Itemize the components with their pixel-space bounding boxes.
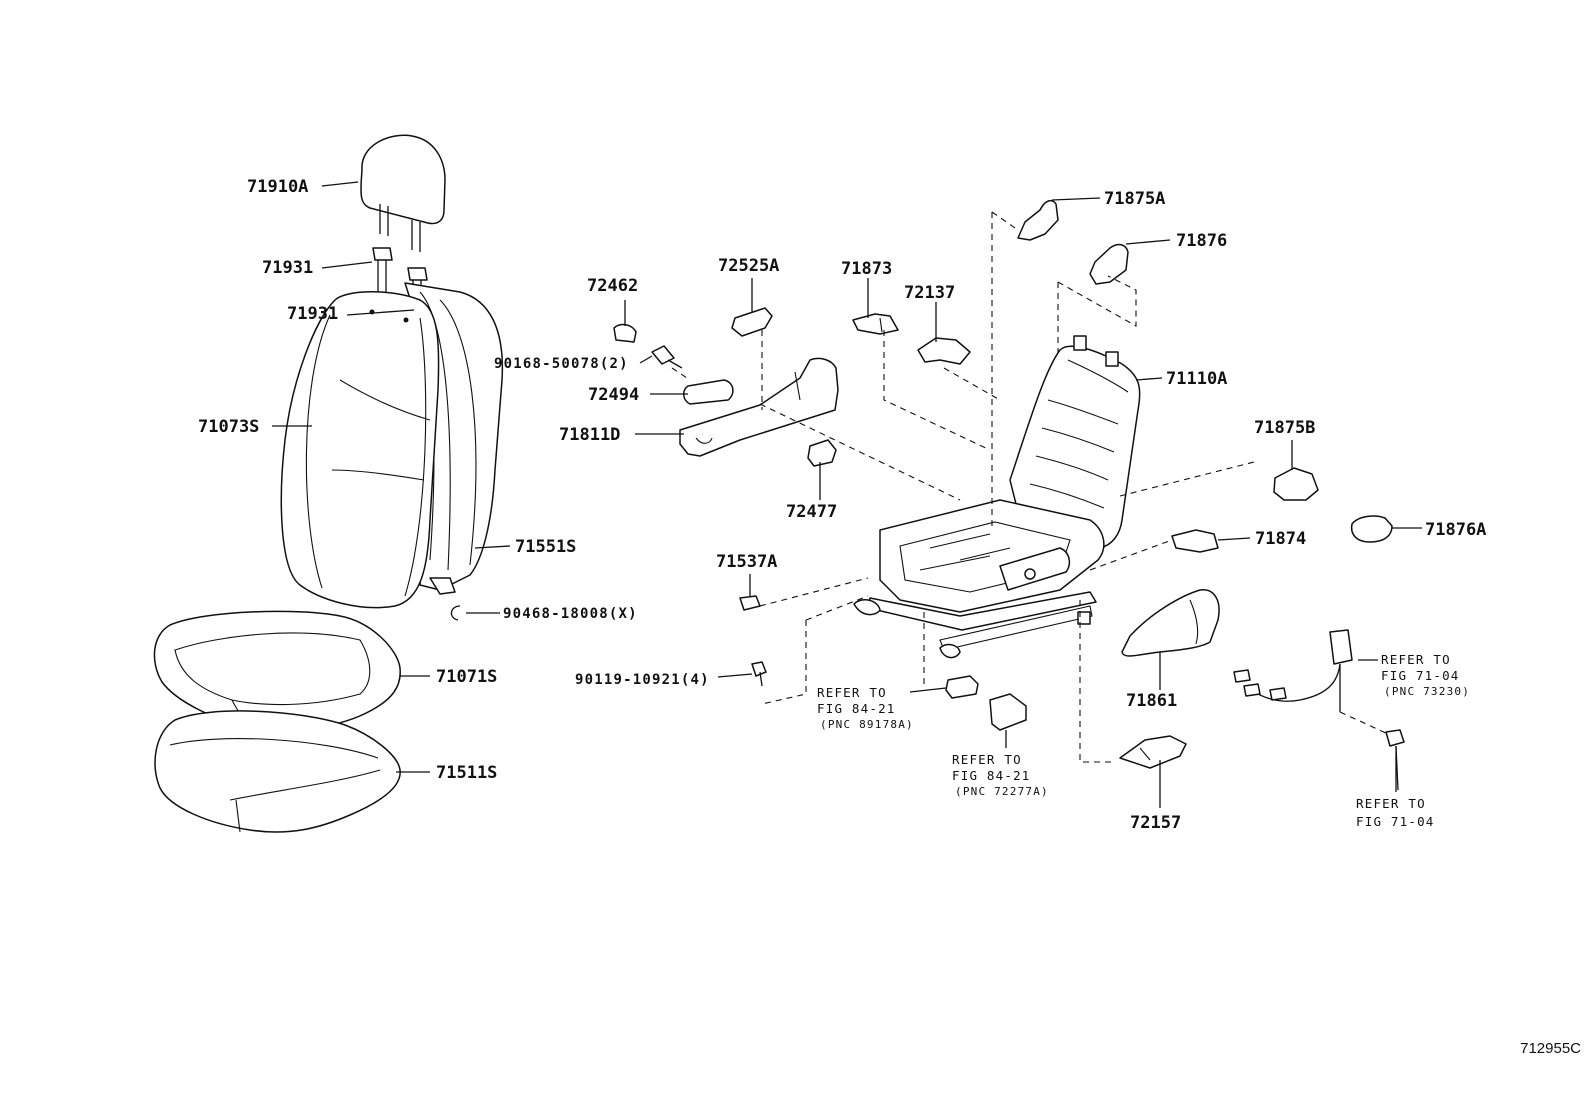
label-72494[interactable]: 72494 (588, 385, 639, 405)
label-72137[interactable]: 72137 (904, 283, 955, 303)
label-71511S[interactable]: 71511S (436, 763, 497, 783)
cover-71875A-part[interactable] (1017, 199, 1059, 241)
label-71873[interactable]: 71873 (841, 259, 892, 279)
seat-frame-part[interactable] (853, 335, 1141, 659)
clip-72477-part[interactable] (807, 439, 837, 467)
ref-3-line1: REFER TO (1381, 652, 1451, 667)
label-71875A[interactable]: 71875A (1104, 189, 1165, 209)
cover-71876-part[interactable] (1089, 243, 1129, 285)
label-90468-18008[interactable]: 90468-18008(X) (503, 606, 638, 622)
cushion-cover-part[interactable] (153, 610, 401, 731)
ref-3-line3: (PNC 73230) (1384, 685, 1470, 698)
label-72525A[interactable]: 72525A (718, 256, 779, 276)
recliner-knob-part[interactable] (683, 379, 734, 405)
label-71861[interactable]: 71861 (1126, 691, 1177, 711)
ref-1-line3: (PNC 89178A) (820, 718, 914, 731)
clip-72525A-part[interactable] (731, 307, 773, 337)
headrest-part[interactable] (360, 134, 446, 252)
leader-lines (272, 181, 1422, 808)
label-71876A[interactable]: 71876A (1425, 520, 1486, 540)
screw-90168-part[interactable] (651, 345, 683, 369)
ref-4-line1: REFER TO (1356, 796, 1426, 811)
label-71931-b[interactable]: 71931 (287, 304, 338, 324)
clip-90468-part[interactable] (450, 605, 461, 621)
label-90168-50078[interactable]: 90168-50078(2) (494, 356, 629, 372)
seat-belt-buckle-part[interactable] (1233, 629, 1353, 712)
cover-71875B-part[interactable] (1273, 467, 1319, 501)
label-71874[interactable]: 71874 (1255, 529, 1306, 549)
ref-3-line2: FIG 71-04 (1381, 668, 1460, 683)
label-71073S[interactable]: 71073S (198, 417, 259, 437)
label-71537A[interactable]: 71537A (716, 552, 777, 572)
ref-1-line2: FIG 84-21 (817, 701, 896, 716)
label-72477[interactable]: 72477 (786, 502, 837, 522)
diagram-code: 712955C (1520, 1040, 1581, 1057)
ref-2-line1: REFER TO (952, 752, 1022, 767)
part-labels: 71910A 71931 71931 71073S 71551S 90468-1… (198, 177, 1486, 833)
bracket-72137-part[interactable] (917, 337, 971, 365)
shield-71861-part[interactable] (1121, 589, 1220, 657)
lower-cover-part[interactable] (989, 693, 1027, 731)
cushion-pad-part[interactable] (154, 710, 401, 833)
bracket-71873-part[interactable] (852, 313, 899, 335)
label-71931-a[interactable]: 71931 (262, 258, 313, 278)
label-72157[interactable]: 72157 (1130, 813, 1181, 833)
label-71110A[interactable]: 71110A (1166, 369, 1227, 389)
recliner-cover-part[interactable] (679, 357, 839, 457)
label-71876[interactable]: 71876 (1176, 231, 1227, 251)
ref-2-line2: FIG 84-21 (952, 768, 1031, 783)
seat-position-sensor-part[interactable] (945, 675, 979, 699)
dashed-guides (671, 211, 1389, 763)
label-71910A[interactable]: 71910A (247, 177, 308, 197)
ref-1-line1: REFER TO (817, 685, 887, 700)
bracket-71874-part[interactable] (1171, 529, 1219, 553)
label-71071S[interactable]: 71071S (436, 667, 497, 687)
cap-72462-part[interactable] (613, 323, 637, 343)
label-90119-10921[interactable]: 90119-10921(4) (575, 672, 710, 688)
clip-bolt-part[interactable] (1385, 729, 1405, 791)
label-71551S[interactable]: 71551S (515, 537, 576, 557)
cover-71876A-part[interactable] (1350, 515, 1393, 543)
seatback-cover-part[interactable] (280, 291, 440, 609)
cover-72157-part[interactable] (1119, 735, 1187, 769)
reference-notes: REFER TO FIG 84-21 (PNC 89178A) REFER TO… (817, 652, 1470, 829)
ref-2-line3: (PNC 72277A) (955, 785, 1049, 798)
label-71875B[interactable]: 71875B (1254, 418, 1315, 438)
small-cap-71537A-part[interactable] (739, 595, 761, 611)
label-72462[interactable]: 72462 (587, 276, 638, 296)
bolt-90119-part[interactable] (751, 661, 767, 687)
ref-4-line2: FIG 71-04 (1356, 814, 1435, 829)
label-71811D[interactable]: 71811D (559, 425, 620, 445)
